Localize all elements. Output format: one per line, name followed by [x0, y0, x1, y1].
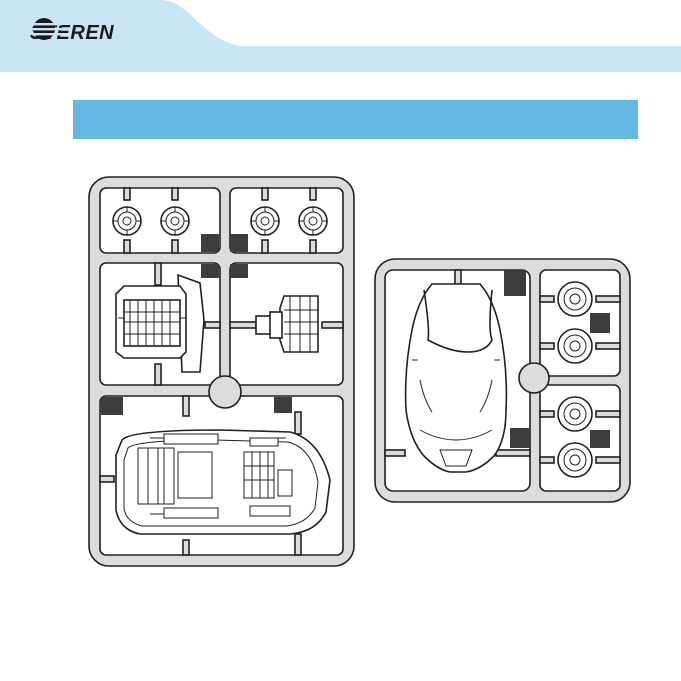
- sprue-frame-left: [89, 177, 354, 566]
- sprue-frame-right: [375, 259, 630, 502]
